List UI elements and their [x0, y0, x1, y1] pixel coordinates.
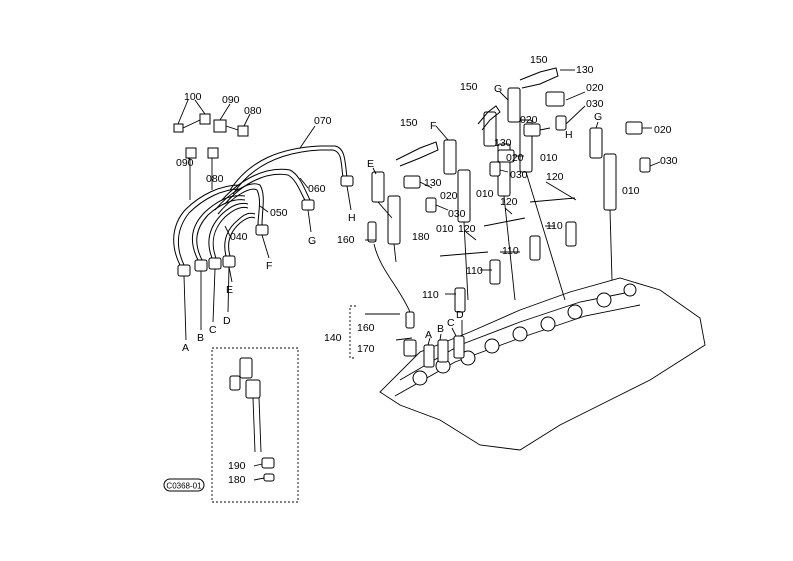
part-number-labels: 100 090 080 090 080 070 060 050 040 150 … [176, 54, 678, 486]
figure-code-badge: C0368-01 [163, 478, 205, 492]
label-150-a: 150 [530, 54, 548, 66]
letter-E-right: E [367, 158, 374, 170]
letter-B-engine: B [437, 323, 444, 335]
label-020-c: 020 [506, 152, 524, 164]
label-120-c: 120 [458, 223, 476, 235]
group-bracket [349, 305, 356, 359]
label-030-d: 030 [448, 208, 466, 220]
label-100: 100 [184, 91, 202, 103]
label-090-b: 090 [176, 157, 194, 169]
letter-H-right: H [565, 129, 573, 141]
label-180-a: 180 [412, 231, 430, 243]
label-010-d: 010 [436, 223, 454, 235]
engine-cylinder-head [379, 277, 706, 451]
label-020-a: 020 [586, 82, 604, 94]
letter-G-right-2: G [594, 111, 602, 123]
label-020-b: 020 [654, 124, 672, 136]
label-030-a: 030 [586, 98, 604, 110]
figure-code: C0368-01 [166, 482, 202, 491]
letter-G-right-1: G [494, 83, 502, 95]
letter-F-left: F [266, 260, 272, 272]
label-180-b: 180 [228, 474, 246, 486]
label-050: 050 [270, 207, 288, 219]
label-190: 190 [228, 460, 246, 472]
label-070: 070 [314, 115, 332, 127]
label-090-a: 090 [222, 94, 240, 106]
letter-D-left: D [223, 315, 231, 327]
label-150-c: 150 [400, 117, 418, 129]
label-010-c: 010 [622, 185, 640, 197]
label-110-c: 110 [466, 265, 483, 277]
label-160-b: 160 [357, 322, 375, 334]
injection-pipe-assembly [173, 99, 354, 341]
label-110-d: 110 [422, 289, 439, 301]
letter-A-left: A [182, 342, 189, 354]
inset-detail [211, 347, 299, 503]
label-060: 060 [308, 183, 326, 195]
label-110-b: 110 [502, 245, 519, 257]
label-010-a: 010 [540, 152, 558, 164]
label-120-b: 120 [500, 196, 518, 208]
letter-E-left: E [226, 284, 233, 296]
label-010-b: 010 [476, 188, 494, 200]
letter-H-left: H [348, 212, 356, 224]
label-130-b: 130 [494, 137, 512, 149]
letter-A-engine: A [425, 329, 432, 341]
letter-C-engine: C [447, 317, 455, 329]
label-020-e: 020 [520, 114, 538, 126]
label-160-a: 160 [337, 234, 355, 246]
label-120-a: 120 [546, 171, 564, 183]
label-130-a: 130 [576, 64, 594, 76]
label-020-d: 020 [440, 190, 458, 202]
label-150-b: 150 [460, 81, 478, 93]
label-130-c: 130 [424, 177, 442, 189]
injector-nozzles [365, 67, 661, 346]
label-080-a: 080 [244, 105, 262, 117]
label-140: 140 [324, 332, 342, 344]
letter-F-right: F [430, 120, 436, 132]
label-040: 040 [230, 231, 248, 243]
label-080-b: 080 [206, 173, 224, 185]
connection-letters: A B C D E F G H E F G G H A B C D [182, 83, 602, 354]
label-030-c: 030 [510, 169, 528, 181]
letter-D-engine: D [456, 309, 464, 321]
label-170: 170 [357, 343, 375, 355]
letter-B-left: B [197, 332, 204, 344]
letter-C-left: C [209, 324, 217, 336]
label-110-a: 110 [546, 220, 563, 232]
label-030-b: 030 [660, 155, 678, 167]
letter-G-left: G [308, 235, 316, 247]
